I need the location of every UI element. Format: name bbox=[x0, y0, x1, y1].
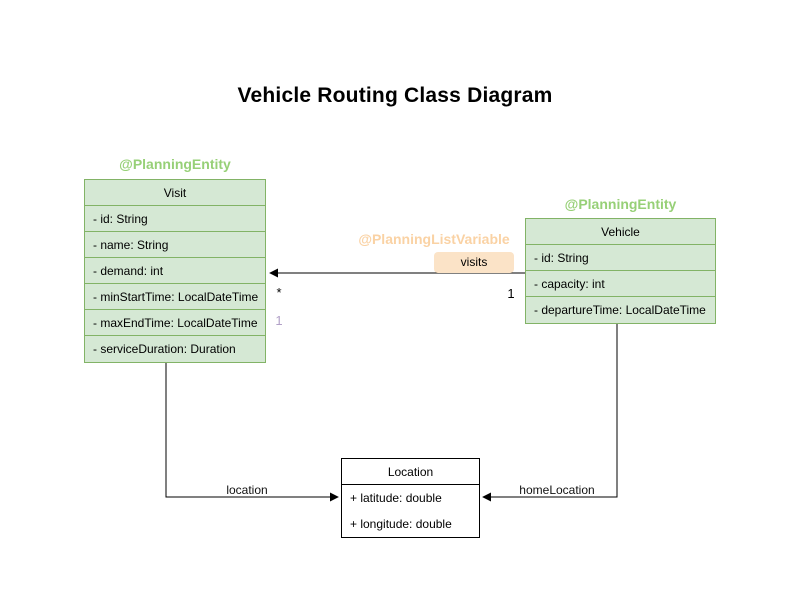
class-visit-attr: - minStartTime: LocalDateTime bbox=[85, 284, 265, 310]
class-visit-attr: - serviceDuration: Duration bbox=[93, 342, 236, 356]
class-location-title: Location bbox=[342, 459, 479, 485]
edge-label-visits[interactable]: visits bbox=[434, 252, 514, 273]
edge-label-location[interactable]: location bbox=[226, 483, 268, 497]
multiplicity-visits-source: 1 bbox=[507, 286, 515, 301]
class-visit-attr: - name: String bbox=[85, 232, 265, 258]
class-vehicle-attr: - departureTime: LocalDateTime bbox=[534, 303, 706, 317]
class-vehicle[interactable]: Vehicle - id: String - capacity: int - d… bbox=[525, 218, 716, 324]
multiplicity-muted-one: 1 bbox=[275, 313, 283, 328]
vehicle-stereotype: @PlanningEntity bbox=[564, 196, 677, 212]
class-location-attr: + latitude: double bbox=[350, 491, 442, 505]
class-visit-attr: - maxEndTime: LocalDateTime bbox=[85, 310, 265, 336]
planning-list-variable-annotation: @PlanningListVariable bbox=[358, 231, 510, 247]
edge-vehicle-homelocation[interactable] bbox=[482, 323, 618, 502]
class-visit-attr: - id: String bbox=[85, 206, 265, 232]
class-vehicle-title: Vehicle bbox=[526, 219, 715, 245]
edge-visit-location[interactable] bbox=[165, 361, 339, 502]
diagram-title: Vehicle Routing Class Diagram bbox=[237, 84, 553, 107]
class-location[interactable]: Location + latitude: double + longitude:… bbox=[341, 458, 480, 538]
class-visit[interactable]: Visit - id: String - name: String - dema… bbox=[84, 179, 266, 363]
class-vehicle-attr: - capacity: int bbox=[526, 271, 715, 297]
class-vehicle-attr: - id: String bbox=[526, 245, 715, 271]
multiplicity-visits-target: * bbox=[276, 285, 282, 300]
visit-stereotype: @PlanningEntity bbox=[119, 156, 231, 172]
edge-label-homelocation[interactable]: homeLocation bbox=[519, 483, 595, 497]
class-visit-attr: - demand: int bbox=[85, 258, 265, 284]
class-visit-title: Visit bbox=[85, 180, 265, 206]
class-location-attr: + longitude: double bbox=[350, 517, 452, 531]
